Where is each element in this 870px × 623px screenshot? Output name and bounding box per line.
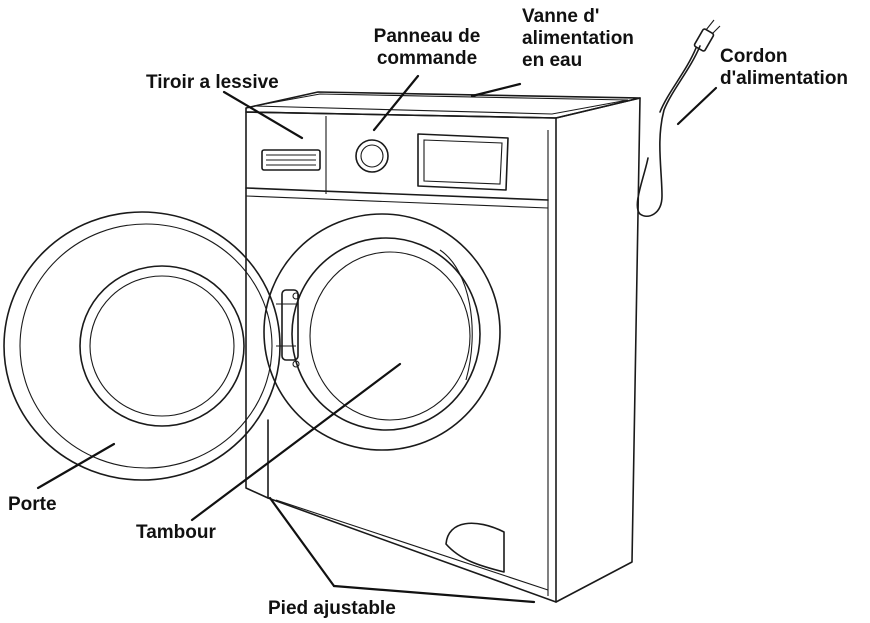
- detergent-drawer[interactable]: [261, 149, 321, 171]
- leader-feet-right: [332, 584, 536, 604]
- label-detergent-drawer: Tiroir a lessive: [146, 72, 279, 93]
- leader-lines: [36, 74, 718, 604]
- label-control-panel: Panneau de commande: [373, 26, 481, 69]
- leader-feet-left: [268, 496, 336, 588]
- label-water-valve: Vanne d' alimentation en eau: [522, 6, 634, 71]
- leader-control-panel: [372, 74, 420, 132]
- machine-body: [245, 91, 641, 603]
- filter-cover: [445, 522, 505, 573]
- door-hinge: [276, 289, 300, 368]
- label-power-cord: Cordon d'alimentation: [720, 46, 849, 89]
- leader-door: [36, 442, 116, 490]
- leader-detergent-drawer: [222, 90, 304, 140]
- leader-power-cord: [676, 86, 718, 126]
- label-adjustable-feet: Pied ajustable: [268, 598, 396, 619]
- label-door: Porte: [8, 494, 57, 515]
- door[interactable]: [3, 211, 281, 481]
- control-panel[interactable]: [355, 133, 509, 191]
- leader-water-valve: [470, 82, 522, 98]
- label-drum: Tambour: [136, 522, 216, 543]
- drum: [263, 213, 501, 451]
- leader-drum: [190, 362, 402, 522]
- power-cord: [636, 19, 721, 218]
